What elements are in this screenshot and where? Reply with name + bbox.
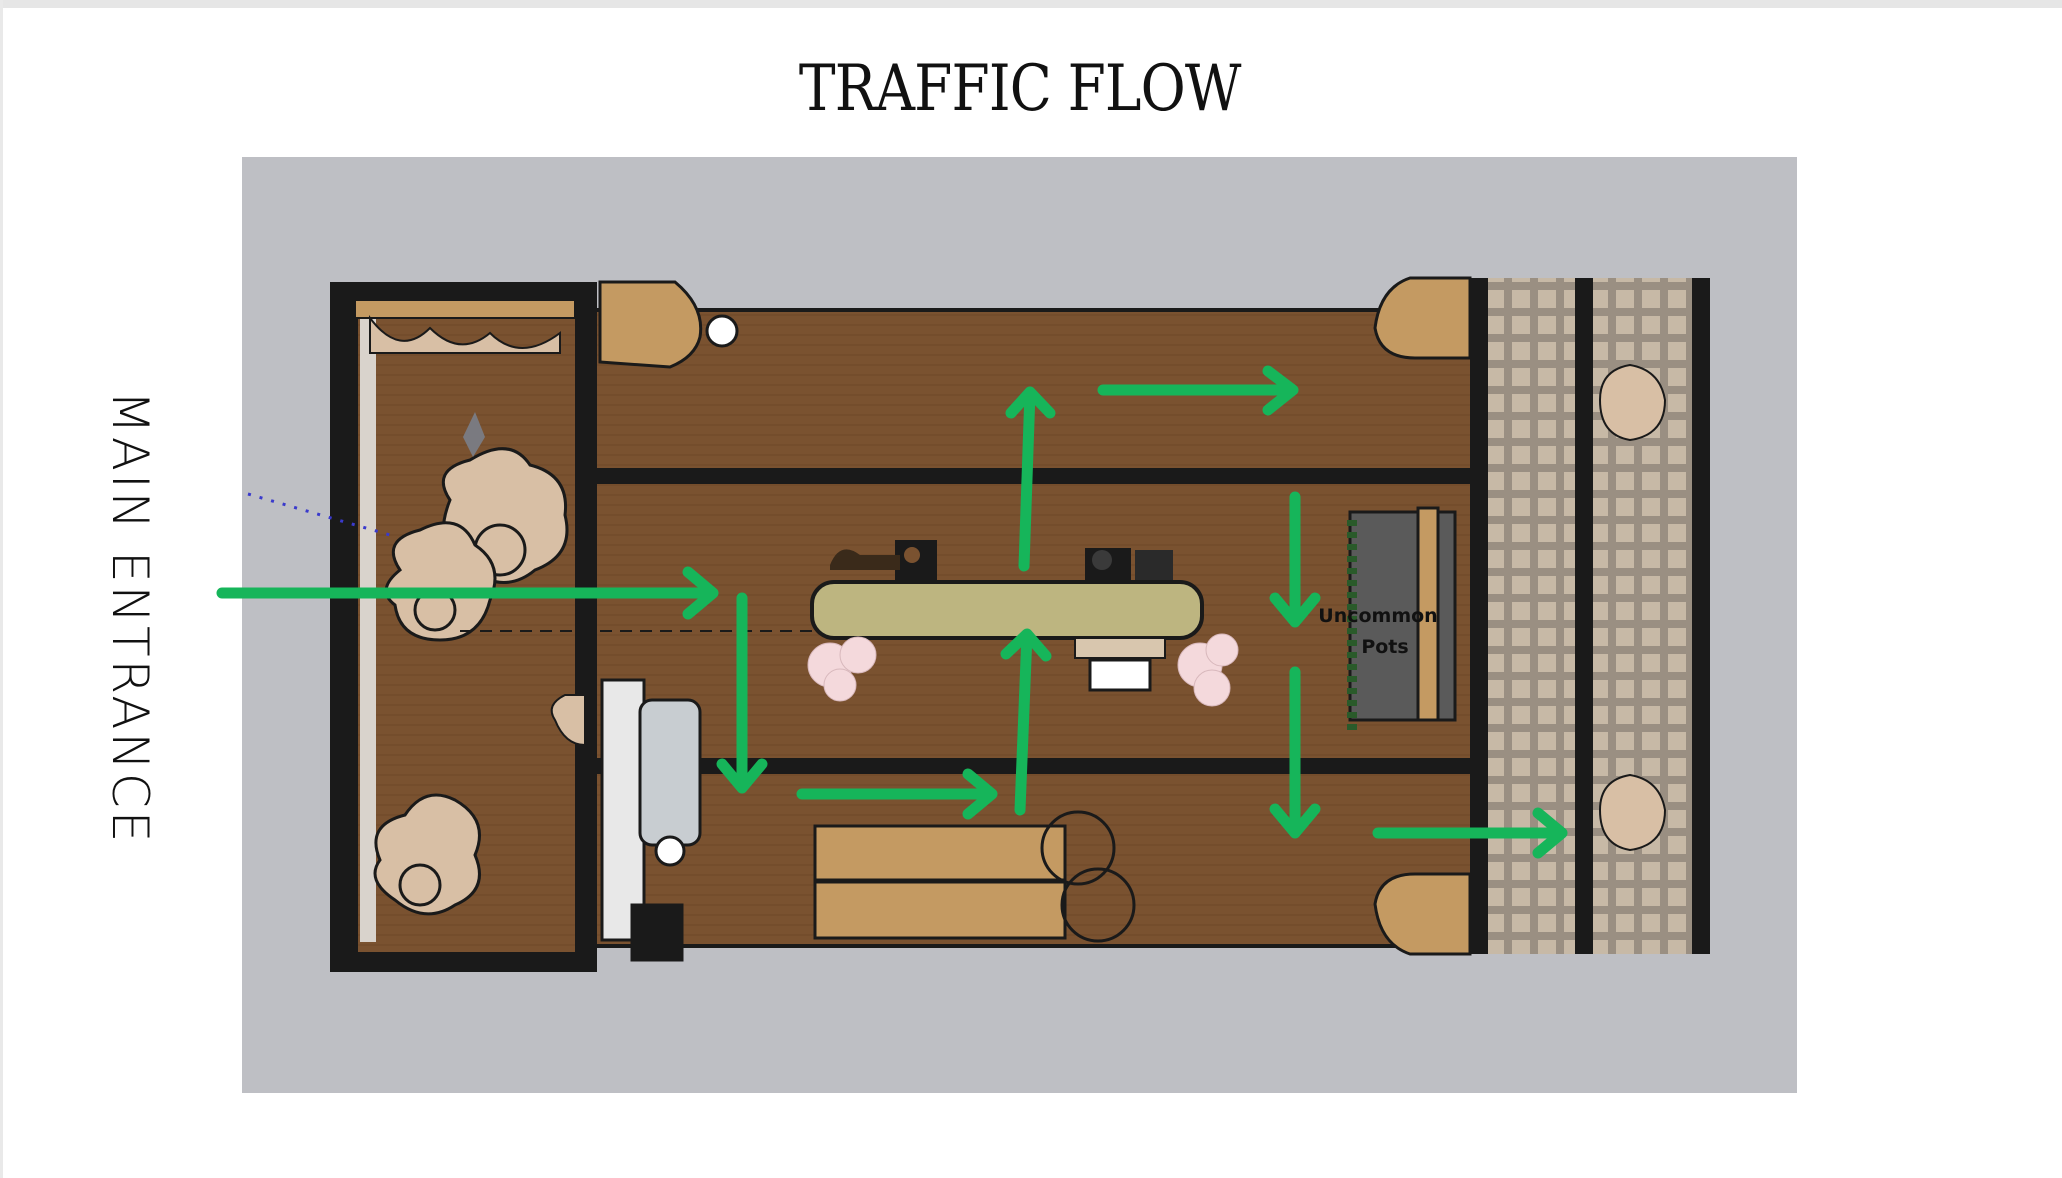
display-fridge: [600, 678, 702, 962]
booth-sign-line-2: Pots: [1361, 636, 1408, 658]
page-title: TRAFFIC FLOW: [798, 52, 1242, 126]
traffic-flow-arrows: [216, 365, 1568, 859]
shelving-rail-top: [583, 468, 1488, 484]
trellis-structure: [1373, 276, 1710, 956]
page-left-border: [0, 0, 3, 1178]
bench: [813, 810, 1136, 943]
pots-display-shelf: [1347, 506, 1457, 730]
checkout-counter: [810, 580, 1204, 692]
corner-pot: [598, 280, 739, 369]
potted-plant: [373, 793, 481, 916]
potted-plant: [1598, 363, 1667, 852]
cash-register-icon: [1085, 548, 1173, 580]
potted-plant: [550, 694, 586, 747]
flower-cluster-icon: [1177, 633, 1239, 707]
direction-arrow-icon: [1005, 386, 1056, 572]
direction-arrow-icon: [1269, 666, 1321, 839]
direction-arrow-icon: [1097, 365, 1299, 416]
booth-sign-line-1: Uncommon: [1318, 605, 1437, 627]
direction-arrow-icon: [716, 592, 768, 794]
direction-arrow-icon: [1372, 807, 1568, 859]
direction-arrow-icon: [1000, 628, 1052, 816]
cash-register-icon: [830, 540, 937, 580]
small-plant: [463, 412, 485, 457]
direction-arrow-icon: [216, 566, 719, 620]
direction-arrow-icon: [796, 768, 998, 820]
shelving-rail-bottom: [583, 758, 1488, 774]
page-top-border: [0, 0, 2062, 8]
dotted-guide-line: [247, 492, 391, 537]
flower-cluster-icon: [807, 636, 877, 702]
direction-arrow-icon: [1269, 491, 1321, 628]
